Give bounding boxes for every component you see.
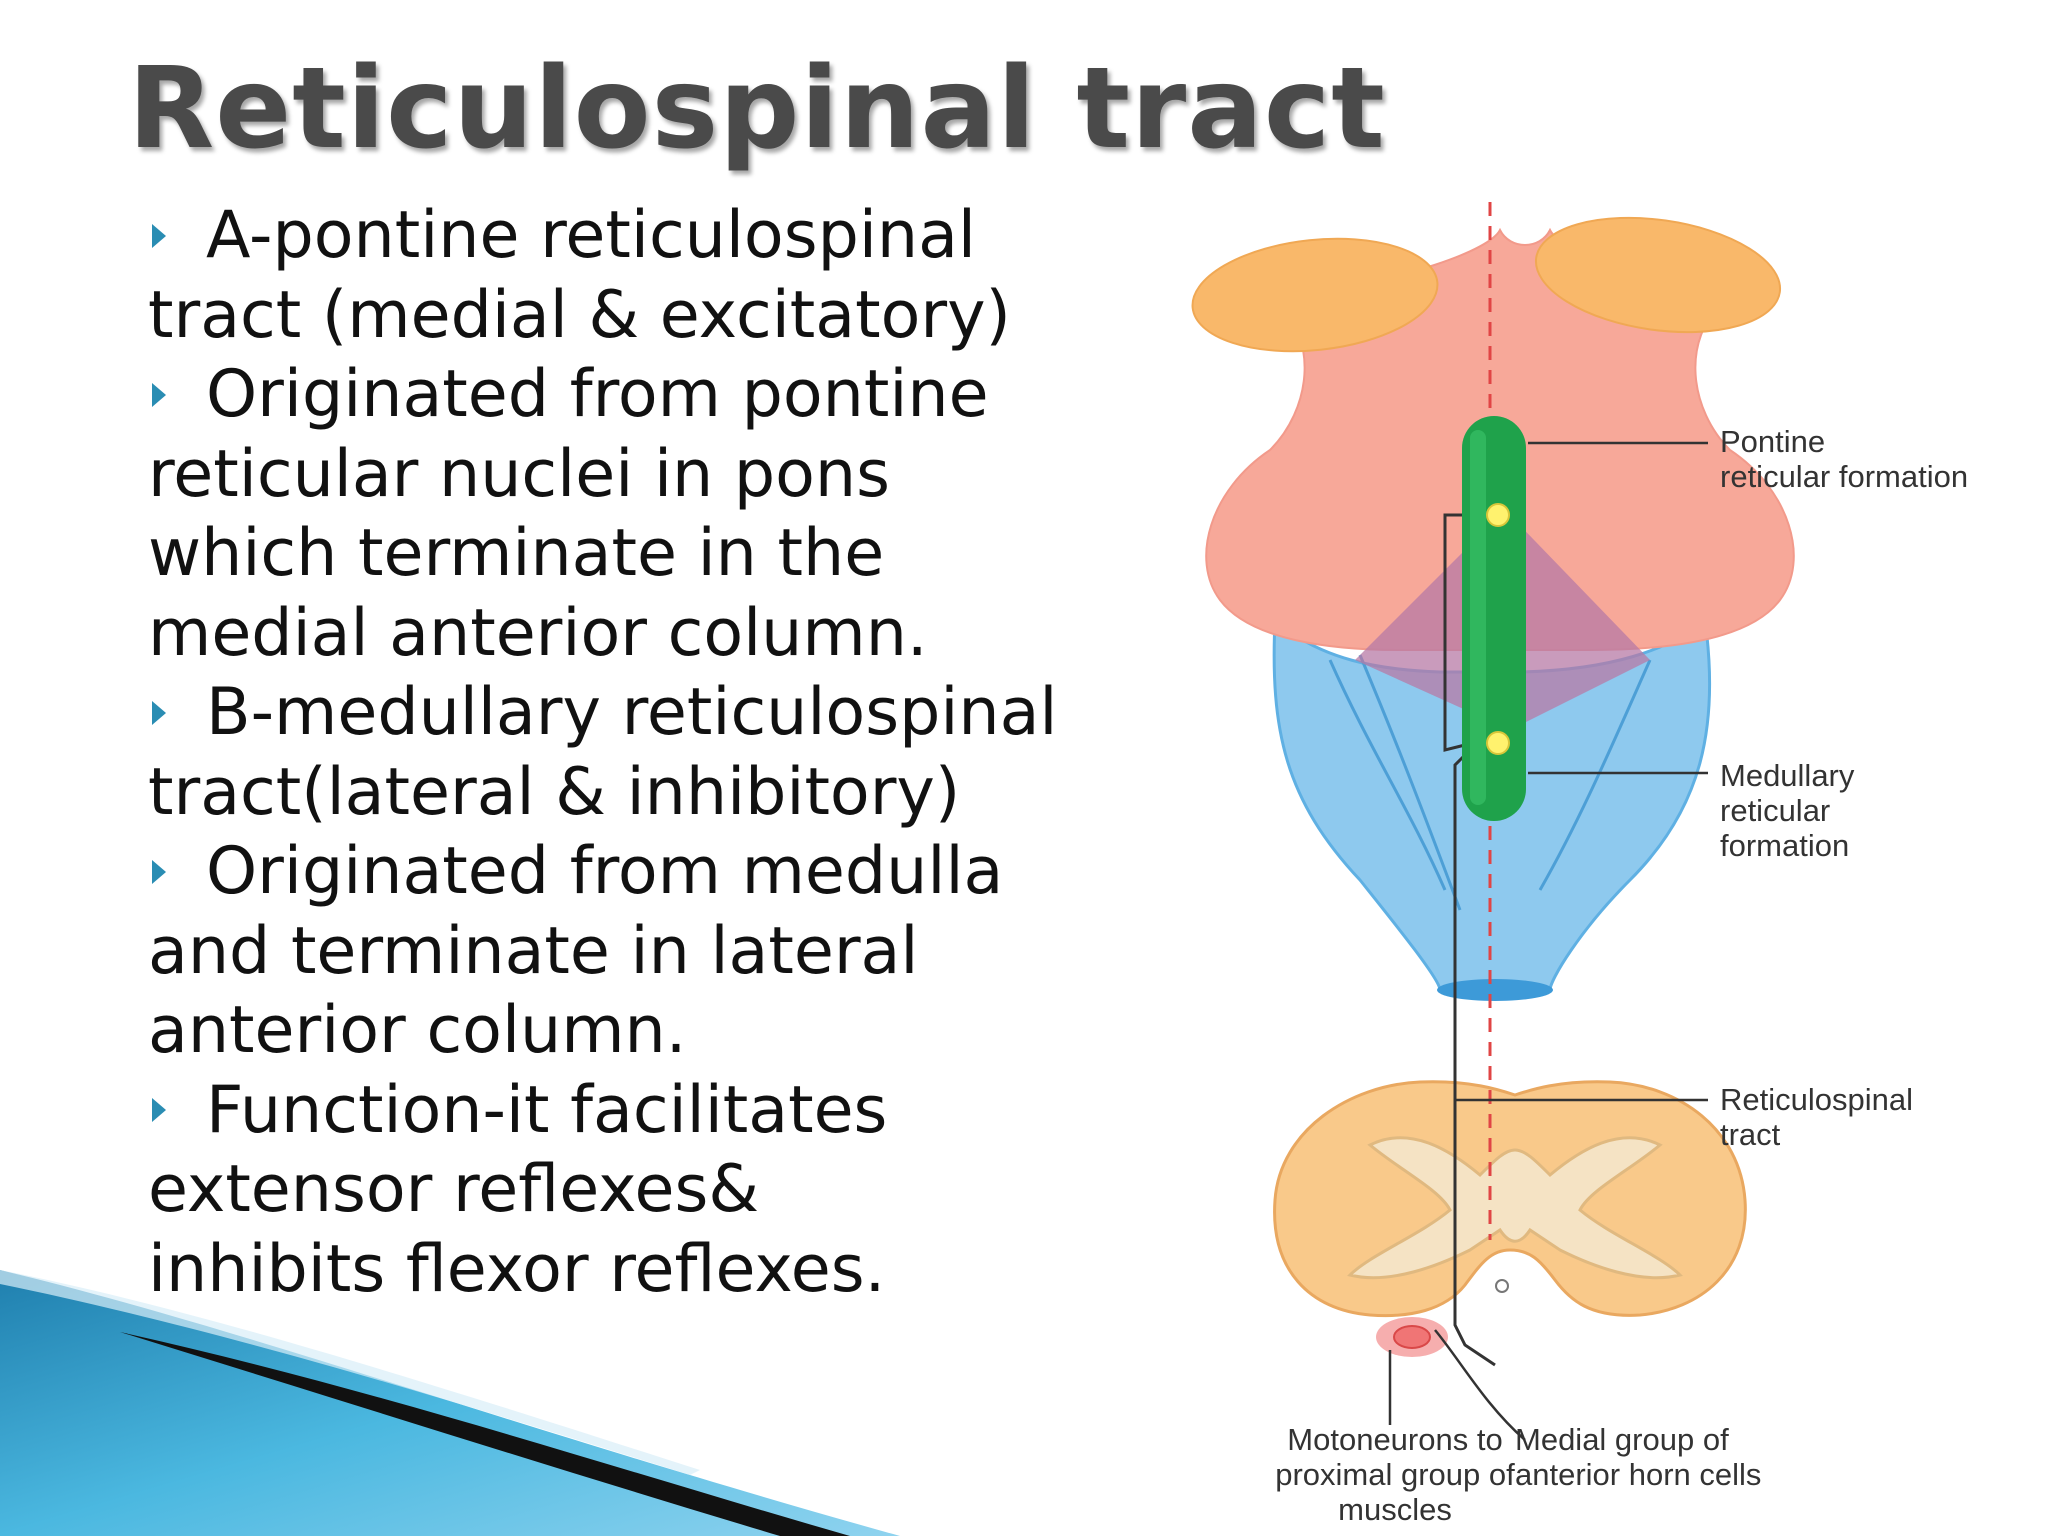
reticulospinal-diagram: Pontine reticular formation Medullary re… <box>1110 190 2048 1536</box>
bullet-arrow-icon <box>152 700 166 725</box>
medullary-nucleus-dot <box>1486 731 1510 755</box>
superior-lobe-left <box>1191 237 1439 353</box>
bullet-text: extensor reflexes& <box>148 1152 760 1227</box>
bullet-arrow-icon <box>152 223 166 248</box>
bullet-item: Originated from pontine reticular nuclei… <box>148 355 1138 673</box>
reticular-tube-highlight <box>1470 430 1486 805</box>
medulla-fiber-line <box>1538 659 1652 891</box>
bullet-text: Originated from medulla <box>206 834 1004 909</box>
bullet-text: Originated from pontine <box>206 357 989 432</box>
bullet-item: Originated from medulla and terminate in… <box>148 832 1138 1071</box>
bullet-arrow-icon <box>152 1098 166 1123</box>
label-reticulospinal-tract: Reticulospinal tract <box>1720 1082 1913 1152</box>
bullet-text: anterior column. <box>148 993 687 1068</box>
pontine-nucleus-dot <box>1486 503 1510 527</box>
central-canal <box>1495 1279 1509 1293</box>
bullet-arrow-icon <box>152 382 166 407</box>
bullet-item: Function-it facilitates extensor reflexe… <box>148 1071 1138 1310</box>
medulla-fiber-line <box>1358 654 1462 911</box>
label-medullary-reticular-formation: Medullary reticular formation <box>1720 758 1855 863</box>
label-motoneurons: Motoneurons to proximal group of muscles <box>1275 1422 1515 1527</box>
diagram-illustration <box>1191 202 1795 1441</box>
bullet-item: A-pontine reticulospinal tract (medial &… <box>148 196 1138 355</box>
bullet-item: B-medullary reticulospinal tract(lateral… <box>148 673 1138 832</box>
bullet-text: tract (medial & excitatory) <box>148 277 1011 353</box>
motoneuron-group-core <box>1393 1325 1431 1349</box>
superior-lobe-right <box>1534 216 1782 334</box>
bullet-text: which terminate in the <box>148 516 885 591</box>
spinal-gray-matter <box>1347 1136 1683 1280</box>
bullet-text: medial anterior column. <box>148 595 928 671</box>
bullet-text: B-medullary reticulospinal <box>206 675 1058 750</box>
leader-line-medial-group <box>1434 1329 1526 1441</box>
bullet-text: tract(lateral & inhibitory) <box>148 754 961 830</box>
medulla-cut-surface <box>1437 979 1553 1001</box>
bullet-text: reticular nuclei in pons <box>148 436 890 512</box>
bullet-text: Function-it facilitates <box>206 1072 888 1148</box>
medulla-fiber-line <box>1328 659 1447 891</box>
bullet-list: A-pontine reticulospinal tract (medial &… <box>148 196 1138 1309</box>
label-medial-group: Medial group of anterior horn cells <box>1515 1422 1762 1492</box>
bullet-arrow-icon <box>152 859 166 884</box>
slide-title: Reticulospinal tract <box>128 44 1386 174</box>
decorative-swoosh <box>0 1270 900 1536</box>
bullet-text: and terminate in lateral <box>148 913 919 989</box>
label-pontine-reticular-formation: Pontine reticular formation <box>1720 424 1969 494</box>
bullet-text: A-pontine reticulospinal <box>206 198 976 273</box>
bullet-text: inhibits flexor reflexes. <box>148 1231 886 1307</box>
